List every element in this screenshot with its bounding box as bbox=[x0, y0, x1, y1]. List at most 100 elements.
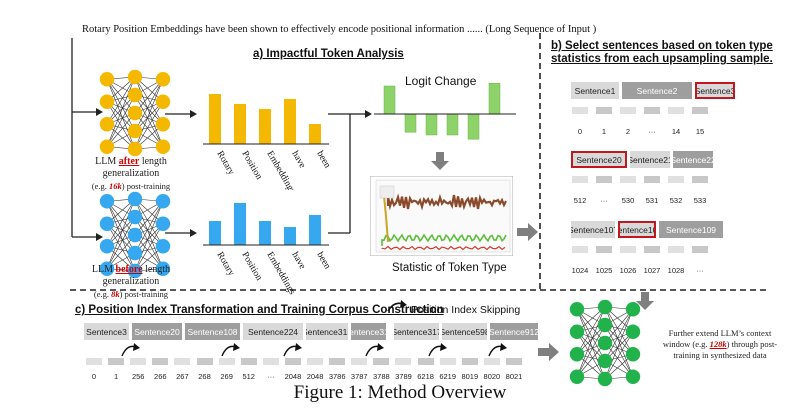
token-chip bbox=[620, 107, 636, 114]
token-index: 1024 bbox=[571, 266, 589, 275]
token-index: ··· bbox=[600, 196, 608, 205]
token-chip bbox=[572, 107, 588, 114]
token-label: Rotary bbox=[214, 251, 236, 279]
token-chip bbox=[692, 176, 708, 183]
token-index: 2048 bbox=[284, 372, 302, 381]
token-index: ··· bbox=[696, 266, 704, 275]
sentence-block: Sentence108 bbox=[185, 323, 240, 340]
extend-text-line: training in synthesized data bbox=[673, 350, 767, 360]
token-index: 1025 bbox=[595, 266, 613, 275]
sentence-block: Sentence22 bbox=[673, 151, 713, 168]
token-chip bbox=[196, 358, 213, 365]
token-chip bbox=[596, 107, 612, 114]
token-index: 532 bbox=[669, 196, 683, 205]
token-chip bbox=[108, 358, 125, 365]
token-bar bbox=[284, 99, 296, 144]
token-bar bbox=[209, 94, 221, 144]
sentence-block: Sentence224 bbox=[243, 323, 303, 340]
caption-highlight: after bbox=[118, 156, 140, 167]
neuron-node bbox=[127, 141, 143, 157]
neuron-node bbox=[597, 353, 613, 369]
logit-change-title: Logit Change bbox=[405, 74, 477, 88]
neuron-node bbox=[127, 69, 143, 85]
caption-text: LLM bbox=[95, 156, 119, 167]
neuron-node bbox=[597, 299, 613, 315]
statistic-label: Statistic of Token Type bbox=[392, 262, 507, 274]
logit-bar bbox=[425, 113, 438, 136]
skip-legend-label: Position Index Skipping bbox=[411, 304, 521, 316]
neuron-node bbox=[155, 94, 171, 109]
neuron-node bbox=[569, 347, 585, 362]
neuron-node bbox=[155, 216, 171, 231]
token-index: 1 bbox=[114, 372, 119, 381]
token-chip bbox=[218, 358, 235, 365]
llm-after-network-icon bbox=[99, 69, 171, 157]
token-chip bbox=[572, 176, 588, 183]
token-index: 8019 bbox=[461, 372, 479, 381]
token-index: 15 bbox=[695, 127, 705, 136]
neuron-node bbox=[99, 72, 115, 87]
sentence-block: Sentence109 bbox=[659, 221, 723, 238]
token-index: 269 bbox=[220, 372, 233, 381]
logit-bar bbox=[446, 113, 459, 136]
sentence-block: Sentence1 bbox=[571, 82, 619, 99]
token-chip bbox=[86, 358, 102, 365]
neuron-node bbox=[127, 123, 143, 139]
caption-text: (e.g. bbox=[91, 181, 110, 191]
neuron-node bbox=[155, 72, 171, 87]
token-bar bbox=[284, 227, 296, 245]
caption-text: LLM bbox=[91, 264, 116, 275]
caption-highlight: 16k bbox=[109, 181, 122, 191]
token-index: 8020 bbox=[483, 372, 501, 381]
extend-context-text: Further extend LLM’s context window (e.g… bbox=[645, 328, 795, 361]
token-index: 1026 bbox=[619, 266, 637, 275]
extend-text-highlight: 128k bbox=[709, 339, 727, 349]
token-chip bbox=[461, 358, 478, 365]
neuron-node bbox=[625, 369, 641, 384]
input-sequence-text: Rotary Position Embeddings have been sho… bbox=[82, 24, 597, 35]
section-a-title: a) Impactful Token Analysis bbox=[253, 48, 404, 60]
token-chip bbox=[572, 246, 588, 253]
token-index: 530 bbox=[621, 196, 635, 205]
token-chip bbox=[620, 176, 636, 183]
token-chip bbox=[152, 358, 169, 365]
token-chip bbox=[262, 358, 279, 365]
token-chip bbox=[395, 358, 412, 365]
token-index: 3787 bbox=[350, 372, 368, 381]
token-index: 6219 bbox=[439, 372, 457, 381]
token-index: 2 bbox=[625, 127, 631, 136]
caption-text: ) post-training bbox=[119, 289, 169, 299]
token-index: 268 bbox=[198, 372, 211, 381]
sentence-block: Sentence20 bbox=[132, 323, 182, 340]
token-chip bbox=[644, 176, 660, 183]
neuron-node bbox=[99, 261, 115, 276]
neuron-node bbox=[99, 94, 115, 109]
section-c-title: c) Position Index Transformation and Tra… bbox=[75, 304, 444, 316]
token-chip bbox=[668, 107, 684, 114]
token-chip bbox=[240, 358, 257, 365]
caption-highlight: 8k bbox=[111, 289, 120, 299]
token-chip bbox=[439, 358, 456, 365]
token-index: 0 bbox=[577, 127, 583, 136]
right-arrow-icon bbox=[538, 343, 559, 361]
token-chip bbox=[417, 358, 434, 365]
neuron-node bbox=[99, 117, 115, 132]
token-bar bbox=[234, 203, 246, 245]
token-bar bbox=[234, 104, 246, 144]
neuron-node bbox=[155, 239, 171, 254]
sentence-block: Sentence3 bbox=[695, 82, 735, 99]
token-index: 1 bbox=[601, 127, 607, 136]
skip-arrow-icon bbox=[387, 300, 407, 312]
sentence-block: Sentence2 bbox=[622, 82, 692, 99]
logit-bar bbox=[404, 113, 417, 133]
caption-text: (e.g. bbox=[93, 289, 112, 299]
down-arrow-icon bbox=[431, 152, 449, 170]
token-statistic-plot bbox=[370, 176, 513, 256]
sentence-block: Sentence317 bbox=[394, 323, 439, 340]
neuron-node bbox=[127, 227, 143, 243]
neuron-node bbox=[127, 209, 143, 225]
token-chip bbox=[668, 246, 684, 253]
logit-bar bbox=[467, 113, 480, 140]
extend-text-line: window (e.g. bbox=[662, 339, 710, 349]
